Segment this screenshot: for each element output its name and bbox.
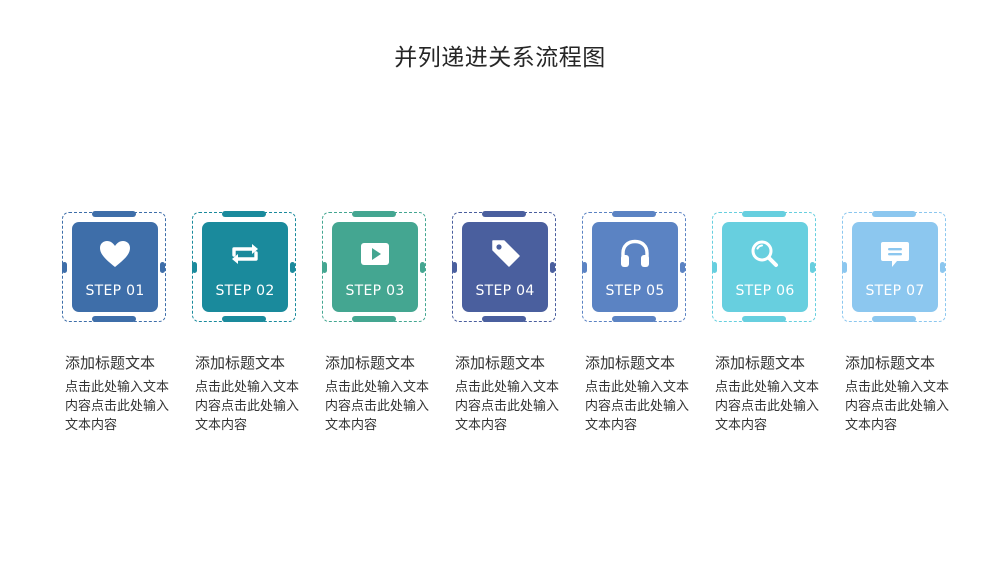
step-label: STEP 02 — [215, 283, 275, 299]
step-label: STEP 01 — [85, 283, 145, 299]
step-label: STEP 04 — [475, 283, 535, 299]
step-card: STEP 05 — [592, 222, 678, 312]
page-title: 并列递进关系流程图 — [394, 45, 606, 71]
search-icon — [747, 238, 783, 270]
step-text: 点击此处输入文本内容点击此处输入文本内容 — [455, 380, 560, 433]
frame-left-dot — [322, 262, 327, 273]
frame-top-bar — [872, 211, 916, 217]
frame-left-dot — [582, 262, 587, 273]
frame-left-dot — [842, 262, 847, 273]
step-text: 点击此处输入文本内容点击此处输入文本内容 — [195, 380, 300, 433]
frame-right-dot — [290, 262, 295, 273]
frame-right-dot — [810, 262, 815, 273]
frame-right-dot — [940, 262, 945, 273]
frame-top-bar — [482, 211, 526, 217]
step-text: 点击此处输入文本内容点击此处输入文本内容 — [325, 380, 430, 433]
frame-top-bar — [92, 211, 136, 217]
refresh-icon — [227, 238, 263, 270]
step-heading: 添加标题文本 — [845, 354, 936, 372]
frame-right-dot — [420, 262, 425, 273]
step-text: 点击此处输入文本内容点击此处输入文本内容 — [715, 380, 820, 433]
frame-bottom-bar — [872, 316, 916, 322]
frame-bottom-bar — [92, 316, 136, 322]
frame-right-dot — [550, 262, 555, 273]
step-label: STEP 03 — [345, 283, 405, 299]
frame-bottom-bar — [222, 316, 266, 322]
frame-top-bar — [222, 211, 266, 217]
step-text: 点击此处输入文本内容点击此处输入文本内容 — [845, 380, 950, 433]
step-card: STEP 06 — [722, 222, 808, 312]
step-heading: 添加标题文本 — [65, 354, 156, 372]
tag-icon — [487, 238, 523, 270]
step-card: STEP 01 — [72, 222, 158, 312]
frame-right-dot — [680, 262, 685, 273]
frame-left-dot — [192, 262, 197, 273]
frame-bottom-bar — [352, 316, 396, 322]
frame-top-bar — [742, 211, 786, 217]
chat-icon — [877, 238, 913, 270]
play-icon — [357, 238, 393, 270]
frame-bottom-bar — [612, 316, 656, 322]
step-heading: 添加标题文本 — [455, 354, 546, 372]
frame-top-bar — [612, 211, 656, 217]
heart-icon — [97, 238, 133, 270]
step-heading: 添加标题文本 — [325, 354, 416, 372]
step-heading: 添加标题文本 — [195, 354, 286, 372]
step-text: 点击此处输入文本内容点击此处输入文本内容 — [65, 380, 170, 433]
frame-bottom-bar — [742, 316, 786, 322]
step-heading: 添加标题文本 — [715, 354, 806, 372]
step-heading: 添加标题文本 — [585, 354, 676, 372]
step-card: STEP 02 — [202, 222, 288, 312]
frame-right-dot — [160, 262, 165, 273]
step-label: STEP 06 — [735, 283, 795, 299]
frame-left-dot — [452, 262, 457, 273]
headphones-icon — [617, 238, 653, 270]
frame-left-dot — [62, 262, 67, 273]
step-card: STEP 03 — [332, 222, 418, 312]
frame-left-dot — [712, 262, 717, 273]
step-label: STEP 07 — [865, 283, 925, 299]
frame-bottom-bar — [482, 316, 526, 322]
frame-top-bar — [352, 211, 396, 217]
step-text: 点击此处输入文本内容点击此处输入文本内容 — [585, 380, 690, 433]
step-card: STEP 04 — [462, 222, 548, 312]
step-label: STEP 05 — [605, 283, 665, 299]
step-card: STEP 07 — [852, 222, 938, 312]
